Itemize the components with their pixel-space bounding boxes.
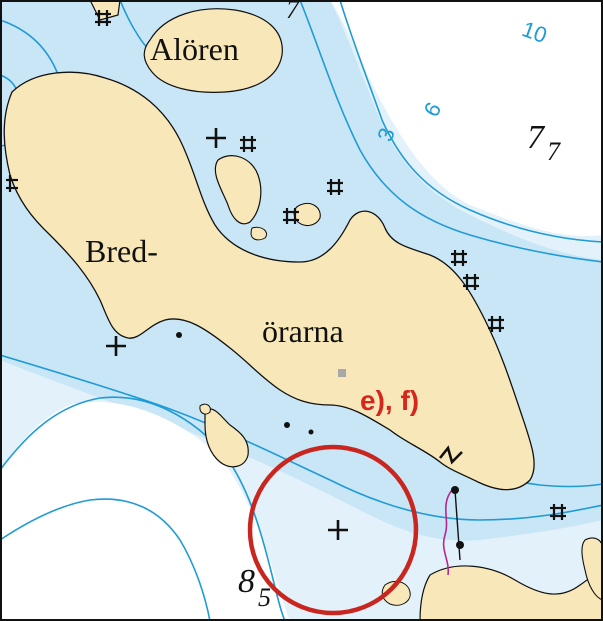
rock-symbol-7 bbox=[488, 316, 504, 332]
aloren-island bbox=[143, 8, 283, 93]
sounding-77-sub: 7 bbox=[547, 137, 561, 166]
bredorarna-island bbox=[3, 71, 535, 491]
rock-symbol-2 bbox=[240, 136, 256, 152]
sounding-85: 8 5 bbox=[238, 563, 271, 612]
place-name-aloren: Alören bbox=[150, 31, 239, 67]
islet-tiny bbox=[199, 403, 211, 415]
dot-rocks bbox=[176, 332, 314, 435]
cross-symbols bbox=[106, 128, 348, 540]
annotation-label: e), f) bbox=[360, 385, 419, 416]
place-name-bred: Bred- bbox=[85, 233, 158, 269]
highlight-circle bbox=[247, 444, 419, 616]
pylon-2 bbox=[456, 541, 464, 549]
rock-symbol-1 bbox=[95, 10, 111, 26]
place-name-orarna: örarna bbox=[262, 313, 344, 349]
cross-symbol-2 bbox=[106, 336, 126, 356]
rock-symbols bbox=[6, 10, 566, 520]
rock-symbol-4 bbox=[283, 208, 299, 224]
rock-symbol-3 bbox=[327, 179, 343, 195]
rock-symbol-9 bbox=[6, 175, 18, 192]
land-southeast bbox=[419, 563, 603, 621]
sounding-77-main: 7 bbox=[527, 119, 546, 156]
lightning-symbol bbox=[438, 445, 463, 465]
partial-depth-top: 7 bbox=[286, 0, 300, 24]
islet-south bbox=[204, 408, 249, 468]
islet-small-1 bbox=[293, 202, 321, 227]
pylon-1 bbox=[451, 486, 459, 494]
cable-line bbox=[442, 489, 453, 576]
rock-symbol-6 bbox=[463, 274, 479, 290]
deep-water-ne bbox=[330, 0, 603, 236]
sounding-85-main: 8 bbox=[238, 563, 255, 600]
cross-symbol-3 bbox=[328, 520, 348, 540]
cross-symbol-1 bbox=[206, 128, 226, 148]
land-east bbox=[581, 537, 603, 601]
sounding-77: 7 7 bbox=[527, 119, 561, 166]
contour-10 bbox=[339, 0, 603, 243]
sounding-85-sub: 5 bbox=[258, 583, 271, 612]
rock-symbol-8 bbox=[550, 504, 566, 520]
islet-north bbox=[214, 155, 262, 225]
rock-symbol-5 bbox=[451, 250, 467, 266]
grey-marker bbox=[338, 369, 346, 377]
islet-small-2 bbox=[250, 226, 267, 241]
